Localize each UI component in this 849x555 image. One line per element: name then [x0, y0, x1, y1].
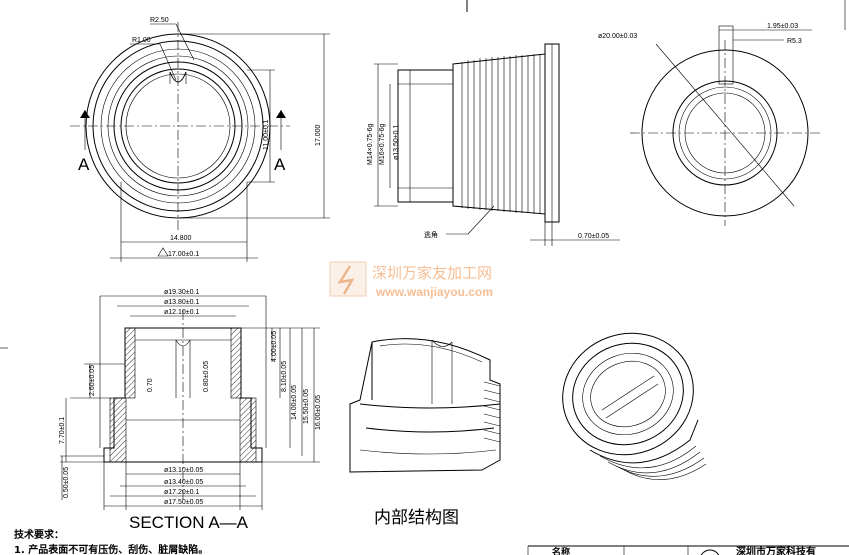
end-dia-dim: ø20.00±0.03: [598, 33, 637, 40]
watermark-url: www.wanjiayou.com: [375, 285, 493, 299]
section-left2: 7.70±0.1: [59, 417, 66, 444]
section-title: SECTION A—A: [129, 513, 249, 532]
watermark: 深圳万家友加工网 www.wanjiayou.com: [329, 261, 493, 299]
height-dim: 17.000: [315, 124, 322, 146]
end-view: ø20.00±0.03 1.95±0.03 R5.3: [598, 23, 820, 226]
section-d2: ø13.80±0.1: [164, 299, 199, 306]
section-h2: 8.10±0.05: [281, 361, 288, 392]
thread-large-dim: M16×0.75-6g: [379, 123, 386, 165]
title-block-left: 名称: [552, 546, 570, 555]
section-inner2: 0.80±0.05: [203, 361, 210, 392]
section-h5: 16.00±0.05: [315, 395, 322, 430]
notes-item1: 1. 产品表面不可有压伤、刮伤、脏屑缺陷。: [14, 543, 208, 555]
title-block-right: 深圳市万家科技有: [736, 545, 816, 555]
section-mark-left: A: [78, 155, 90, 174]
section-left3: 0.50±0.05: [63, 467, 70, 498]
section-h1: 4.00±0.05: [271, 331, 278, 362]
section-h3: 14.00±0.05: [291, 385, 298, 420]
side-view: M14×0.75-6g M16×0.75-6g ø13.50±0.1 逃角 0.…: [367, 43, 620, 246]
title-block: 名称 深圳市万家科技有: [527, 545, 849, 555]
flange-dim: 0.70±0.05: [578, 233, 609, 240]
r-outer-label: R2.50: [150, 17, 169, 24]
structure-view: 内部结构图: [349, 338, 501, 528]
section-d3: ø12.10±0.1: [164, 309, 199, 316]
section-d1: ø19.30±0.1: [164, 289, 199, 296]
section-h4: 15.50±0.05: [303, 389, 310, 424]
section-inner1: 0.70: [147, 378, 154, 392]
section-b2: ø13.40±0.05: [164, 479, 203, 486]
thread-small-dim: M14×0.75-6g: [367, 123, 374, 165]
section-mark-right: A: [274, 155, 286, 174]
section-left1: 2.60±0.05: [89, 365, 96, 396]
bore-dim: ø13.50±0.1: [393, 125, 400, 160]
watermark-cn: 深圳万家友加工网: [372, 264, 492, 282]
chamfer-label: 逃角: [424, 230, 438, 239]
isometric-view: [562, 332, 707, 480]
top-view: R2.50 R1.00 A A 11.00±0.1 17.000 14.800 …: [70, 17, 330, 262]
section-b3: ø17.20±0.1: [164, 489, 199, 496]
radius-dim: R5.3: [787, 38, 802, 45]
r-inner-label: R1.00: [132, 37, 151, 44]
section-view: ø19.30±0.1 ø13.80±0.1 ø12.10±0.1 4.00±0.…: [59, 289, 322, 532]
inner-dim: 11.00±0.1: [263, 119, 270, 150]
flag-dim: 17.00±0.1: [168, 251, 199, 258]
width-dim: 14.800: [170, 235, 192, 242]
section-b4: ø17.50±0.05: [164, 499, 203, 506]
notes-heading: 技术要求：: [14, 528, 64, 541]
section-b1: ø13.10±0.05: [164, 467, 203, 474]
slot-dim: 1.95±0.03: [767, 23, 798, 30]
structure-label: 内部结构图: [374, 508, 459, 528]
